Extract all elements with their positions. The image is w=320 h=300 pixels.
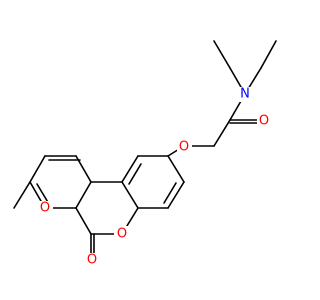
bond [213, 119, 231, 147]
bond [75, 181, 92, 209]
carbonyl-oxygen-label: O [259, 114, 269, 129]
bond [13, 181, 31, 209]
bond [29, 155, 46, 183]
bond [121, 155, 139, 183]
atom-layer: N O O O O O [38, 87, 272, 268]
molecule-drawing: N O O O O O [13, 40, 277, 268]
bond [213, 40, 231, 69]
bond [167, 181, 185, 209]
bond [121, 181, 139, 209]
bond [36, 183, 50, 205]
bond-layer [13, 40, 277, 259]
methoxy-oxygen-label: O [40, 201, 50, 216]
nitrogen-atom-label: N [240, 87, 250, 102]
bond [163, 182, 177, 204]
lactone-ring-oxygen-label: O [117, 227, 127, 242]
lactone-carbonyl-oxygen-label: O [87, 253, 97, 268]
bond [128, 163, 142, 185]
structure-canvas: N O O O O O [13, 40, 277, 268]
bond [167, 155, 185, 183]
bond [75, 207, 92, 235]
ether-oxygen-label: O [179, 140, 189, 155]
bond [260, 40, 277, 69]
